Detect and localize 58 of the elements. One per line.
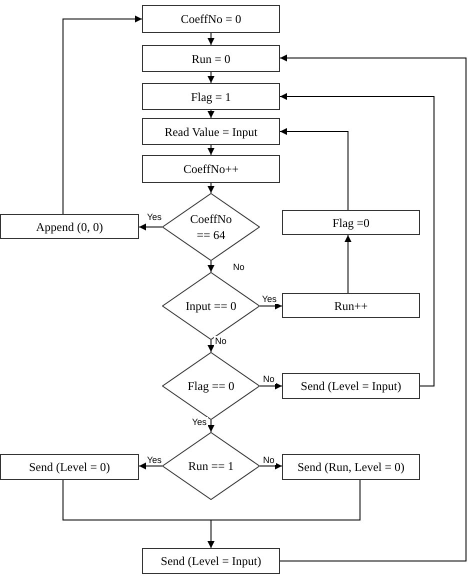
arrow [280,128,348,210]
process-box [0,454,139,480]
step-text: Append (0, 0) [36,218,103,234]
step-text: Send (Level = Input) [300,378,402,394]
step-text: Run++ [334,298,368,314]
step-text: CoeffNo = 0 [180,11,242,27]
arrow [260,302,282,310]
process-box [142,45,280,72]
arrow [344,234,352,294]
arrow [280,54,466,562]
process-box [142,118,280,145]
process-box [142,155,280,183]
arrow [208,260,214,272]
arrow [280,93,434,386]
step-text: Read Value = Input [164,124,258,140]
process-box [142,83,280,110]
arrow [208,420,214,432]
condition-text: CoeffNo == 64 [189,211,233,243]
process-box [142,548,280,574]
edge-label: Yes [146,212,163,222]
condition-text: Flag == 0 [186,378,236,394]
decision-diamond [162,352,260,420]
step-text: CoeffNo++ [183,161,239,177]
step-text: Send (Level = 0) [28,459,110,475]
process-box [282,373,420,399]
step-text: Flag = 1 [190,88,232,104]
edge-label: Yes [261,294,278,304]
arrow [138,224,162,230]
arrow [260,462,282,470]
arrow [260,382,282,390]
edge-label: Yes [146,455,163,465]
process-box [282,210,420,235]
process-box [0,214,139,239]
step-text: Send (Run, Level = 0) [297,459,405,475]
arrow [208,480,360,548]
edge-label: No [232,262,246,272]
edge-label: No [214,336,228,346]
arrow [208,182,214,194]
arrow [62,16,142,214]
decision-diamond [162,193,260,261]
edge-label: Yes [191,417,208,427]
arrow [208,340,214,352]
decision-diamond [162,432,260,500]
arrow [208,110,214,118]
edge-label: No [262,455,276,465]
arrow [138,462,162,470]
process-box [282,454,420,480]
arrow [208,32,214,46]
edge-label: No [262,374,276,384]
condition-text: Run == 1 [187,458,235,474]
process-box [282,293,420,318]
condition-text: Input == 0 [185,298,237,314]
step-text: Send (Level = Input) [160,553,262,569]
step-text: Flag =0 [332,214,370,230]
arrow [208,144,214,156]
arrow [208,72,214,84]
step-text: Run = 0 [192,50,230,66]
process-box [142,5,280,33]
